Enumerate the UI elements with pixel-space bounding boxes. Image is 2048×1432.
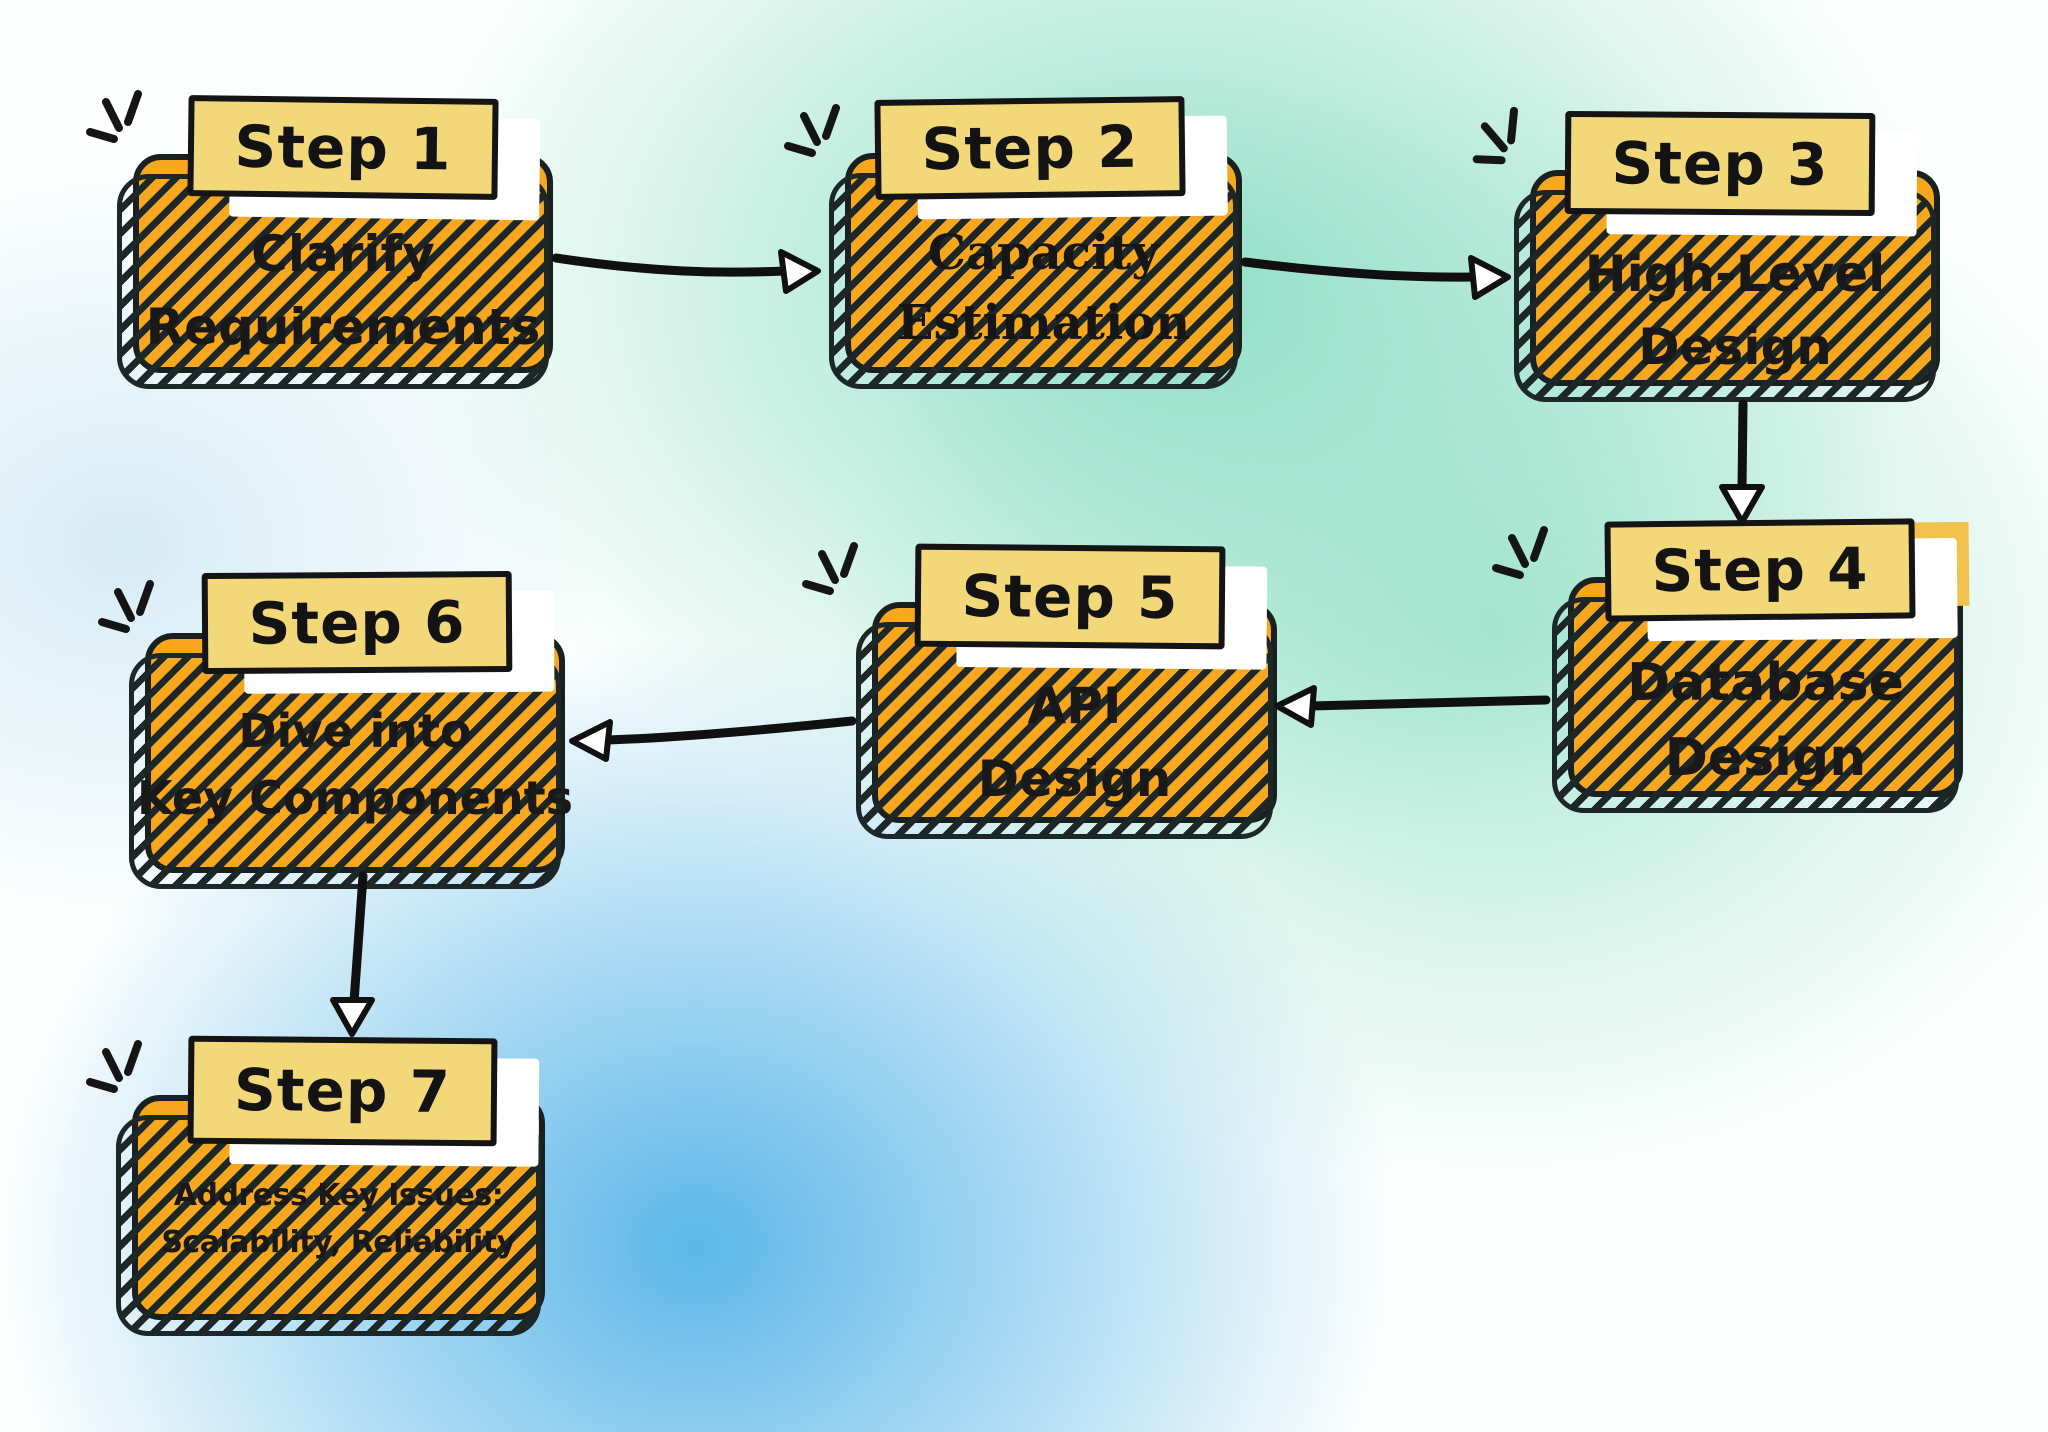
step-body-6: Dive into Key Components xyxy=(129,633,573,889)
step-label-3: Step 3 xyxy=(1564,110,1876,217)
step-text-line: Design xyxy=(1638,317,1832,376)
arrowhead-left xyxy=(569,719,613,762)
step-label-4: Step 4 xyxy=(1604,518,1916,622)
sparkle-icon xyxy=(1492,526,1548,579)
arrowhead-left xyxy=(1274,685,1317,728)
step-text-line: Address Key Issues: xyxy=(173,1178,504,1213)
step-body-4: Database Design xyxy=(1552,577,1963,813)
arrow-step1-step2 xyxy=(551,253,789,277)
step-label-2: Step 2 xyxy=(874,96,1186,200)
step-body-3: High-Level Design xyxy=(1514,170,1940,402)
arrowhead-down xyxy=(330,997,375,1037)
step-text-line: Dive into xyxy=(238,704,472,758)
arrowhead-right xyxy=(778,249,821,294)
sparkle-icon xyxy=(98,580,154,633)
step-label-1: Step 1 xyxy=(187,95,499,200)
step-text-line: Database xyxy=(1627,653,1904,713)
step-body-5: API Design xyxy=(856,602,1277,839)
step-text-line: Design xyxy=(1664,728,1867,789)
step-label-5: Step 5 xyxy=(914,543,1226,650)
sparkle-icon xyxy=(1472,106,1518,165)
arrowhead-down xyxy=(1719,484,1765,525)
step-text-line: High-Level xyxy=(1584,245,1886,303)
arrowhead-right xyxy=(1468,255,1511,300)
step-text-line: Requirements xyxy=(145,297,541,356)
step-text-line: Clarify xyxy=(251,225,435,283)
step-body-1: Clarify Requirements xyxy=(117,154,553,389)
step-text-line: Design xyxy=(977,749,1172,808)
step-text-line: Scalability, Reliability xyxy=(161,1224,516,1260)
sparkle-icon xyxy=(802,542,858,595)
arrow-step6-step7 xyxy=(349,871,368,1007)
arrow-step5-step6 xyxy=(603,716,857,745)
step-label-7: Step 7 xyxy=(187,1035,498,1147)
arrow-step2-step3 xyxy=(1240,257,1477,282)
arrow-step4-step5 xyxy=(1305,695,1551,711)
step-label-6: Step 6 xyxy=(201,570,513,675)
step-text-line: Capacity xyxy=(927,225,1160,281)
arrow-step3-step4 xyxy=(1737,399,1748,495)
sparkle-icon xyxy=(784,104,840,157)
sparkle-icon xyxy=(86,1040,142,1093)
step-text-line: Estimation xyxy=(896,294,1191,351)
step-body-2: Capacity Estimation xyxy=(829,153,1242,389)
step-text-line: Key Components xyxy=(137,770,573,825)
step-text-line: API xyxy=(1027,677,1122,735)
sparkle-icon xyxy=(86,90,142,143)
step-body-7: Address Key Issues: Scalability, Reliabi… xyxy=(116,1095,545,1336)
